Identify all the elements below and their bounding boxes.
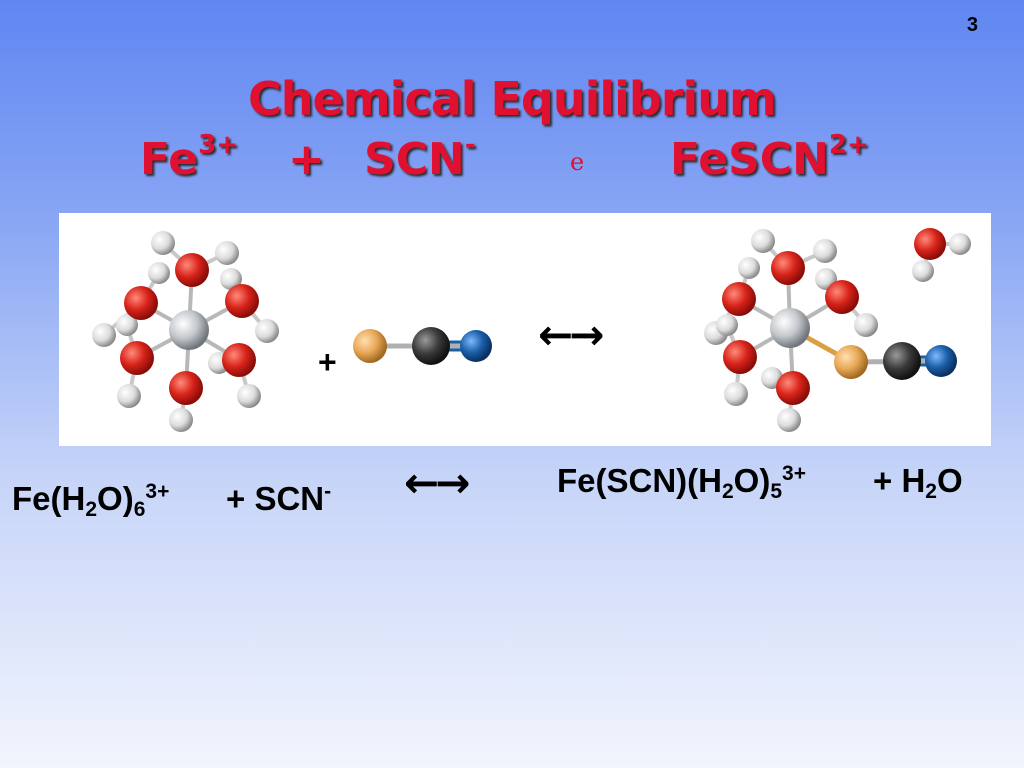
water-formula: + H2O xyxy=(873,462,963,504)
product-fescn: FeSCN2+ xyxy=(670,130,869,185)
hydrogen-atom xyxy=(813,239,837,263)
oxygen-atom xyxy=(722,282,756,316)
thiocyanato-iron-complex xyxy=(704,229,957,432)
molecule-diagram-panel xyxy=(59,213,991,446)
sulfur-atom xyxy=(353,329,387,363)
hydrogen-atom xyxy=(92,323,116,347)
formula-text: Fe(SCN)(H xyxy=(557,462,722,499)
hydrogen-atom xyxy=(151,231,175,255)
formula-text: O) xyxy=(97,480,134,517)
carbon-atom xyxy=(883,342,921,380)
iron-atom xyxy=(770,308,810,348)
reactant-fe: Fe3+ xyxy=(140,130,238,185)
hydrogen-atom xyxy=(237,384,261,408)
product-fescn-charge: 2+ xyxy=(828,130,869,160)
oxygen-atom xyxy=(771,251,805,285)
hydrogen-atom xyxy=(215,241,239,265)
water-molecule xyxy=(912,228,971,282)
formula-subscript: 2 xyxy=(721,480,734,503)
nitrogen-atom xyxy=(925,345,957,377)
formula-text: + H xyxy=(873,462,926,499)
oxygen-atom xyxy=(914,228,946,260)
hydrogen-atom xyxy=(724,382,748,406)
oxygen-atom xyxy=(222,343,256,377)
hydrogen-atom xyxy=(255,319,279,343)
thiocyanate-ion xyxy=(353,327,492,365)
reactant-fe-charge: 3+ xyxy=(198,130,239,160)
hydrogen-atom xyxy=(949,233,971,255)
hydrogen-atom xyxy=(117,384,141,408)
reactant-complex-formula: Fe(H2O)63+ xyxy=(12,480,169,522)
hydrogen-atom xyxy=(912,260,934,282)
diagram-plus-sign: + xyxy=(318,344,337,380)
sulfur-atom xyxy=(834,345,868,379)
carbon-atom xyxy=(412,327,450,365)
product-complex-formula: Fe(SCN)(H2O)53+ xyxy=(557,462,806,504)
diagram-equilibrium-arrow: ←→ xyxy=(538,310,604,359)
hydrogen-atom xyxy=(738,257,760,279)
hydrogen-atom xyxy=(169,408,193,432)
equation-plus: + xyxy=(288,134,325,185)
formula-charge: 3+ xyxy=(782,462,806,485)
formula-text: + SCN xyxy=(226,480,325,517)
nitrogen-atom xyxy=(460,330,492,362)
formula-text: Fe(H xyxy=(12,480,86,517)
equilibrium-symbol: e xyxy=(570,148,585,176)
hydrogen-atom xyxy=(716,314,738,336)
oxygen-atom xyxy=(825,280,859,314)
slide-title: Chemical Equilibrium xyxy=(248,72,777,126)
oxygen-atom xyxy=(124,286,158,320)
slide-number: 3 xyxy=(966,14,978,36)
formula-equilibrium-arrow: ←→ xyxy=(404,458,470,507)
hydrogen-atom xyxy=(854,313,878,337)
formula-text: O xyxy=(936,462,963,499)
reactant-fe-symbol: Fe xyxy=(140,134,199,185)
oxygen-atom xyxy=(120,341,154,375)
oxygen-atom xyxy=(723,340,757,374)
molecule-diagram xyxy=(92,228,971,432)
oxygen-atom xyxy=(169,371,203,405)
equation-line: Fe3+ + SCN- FeSCN2+ xyxy=(0,130,1024,194)
formula-subscript: 2 xyxy=(85,498,98,521)
hexaaqua-iron-complex xyxy=(92,231,279,432)
product-fescn-symbol: FeSCN xyxy=(670,134,829,185)
formula-charge: 3+ xyxy=(145,480,170,503)
iron-atom xyxy=(169,310,209,350)
reactant-scn-charge: - xyxy=(464,130,476,160)
oxygen-atom xyxy=(776,371,810,405)
oxygen-atom xyxy=(225,284,259,318)
formula-subscript: 5 xyxy=(770,480,783,503)
reactant-scn-symbol: SCN xyxy=(364,134,465,185)
oxygen-atom xyxy=(175,253,209,287)
thiocyanate-formula: + SCN- xyxy=(226,480,331,518)
reactant-scn: SCN- xyxy=(364,130,476,185)
hydrogen-atom xyxy=(116,314,138,336)
hydrogen-atom xyxy=(777,408,801,432)
hydrogen-atom xyxy=(220,268,242,290)
formula-subscript: 6 xyxy=(133,498,146,521)
formula-subscript: 2 xyxy=(925,480,937,503)
hydrogen-atom xyxy=(751,229,775,253)
formula-charge: - xyxy=(324,480,332,503)
formula-text: O) xyxy=(733,462,771,499)
hydrogen-atom xyxy=(148,262,170,284)
